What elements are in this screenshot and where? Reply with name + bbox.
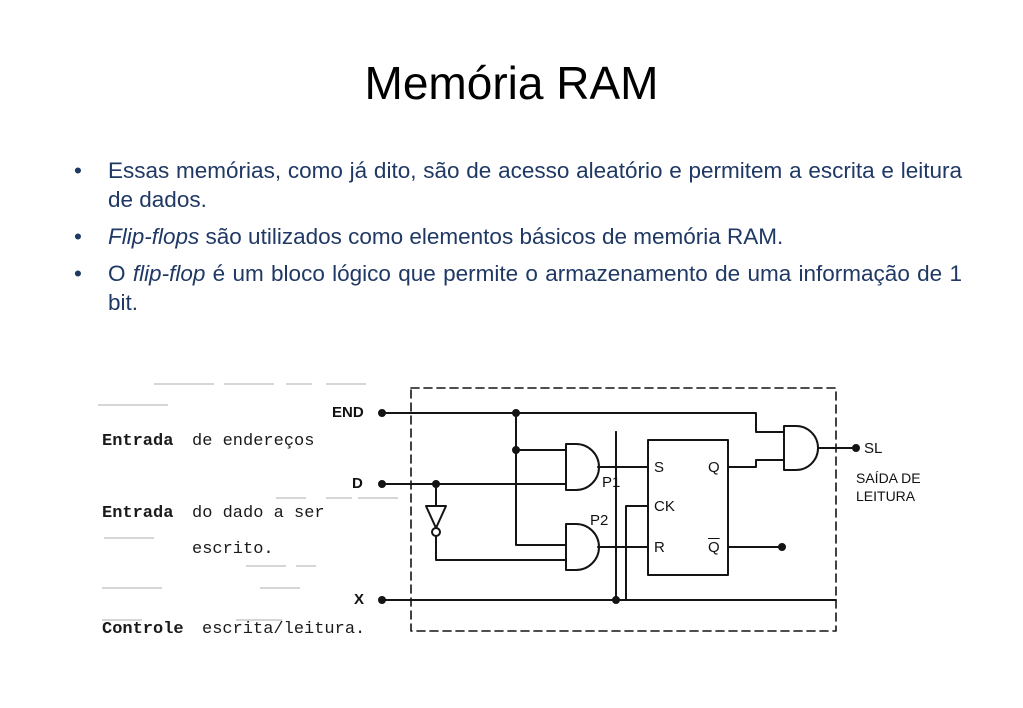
terminal-dot: [378, 409, 386, 417]
and-gate-output: [783, 425, 819, 471]
saida-label-line2: LEITURA: [856, 488, 916, 504]
caption-controle-a: Controle: [102, 620, 184, 639]
junction-dot: [512, 409, 520, 417]
junction-dot: [612, 596, 620, 604]
ff-s-label: S: [654, 459, 665, 476]
signal-end-label: END: [332, 404, 364, 421]
saida-label-line1: SAÍDA DE: [856, 470, 921, 486]
ck-wire: [625, 505, 649, 601]
bullet-item-1: Essas memórias, como já dito, são de ace…: [74, 156, 962, 214]
bullet-text: são utilizados como elementos básicos de…: [199, 224, 784, 249]
bullet-text: Essas memórias, como já dito, são de ace…: [108, 158, 962, 212]
bullet-italic: flip-flop: [132, 261, 206, 286]
gate-p1-label: P1: [602, 474, 621, 491]
bullet-list: Essas memórias, como já dito, são de ace…: [74, 156, 962, 325]
signal-x-label: X: [354, 591, 365, 608]
junction-dot: [512, 446, 520, 454]
q-output-wire: [727, 459, 785, 468]
ff-qbar-label: Q: [708, 539, 720, 556]
slide-title: Memória RAM: [364, 57, 659, 109]
inverter-output-wire: [435, 535, 567, 561]
caption-entrada-dado-a: Entrada: [102, 504, 174, 523]
terminal-dot: [852, 444, 860, 452]
caption-entrada-enderecos-a: Entrada: [102, 432, 174, 451]
signal-d-label: D: [352, 475, 363, 492]
bullet-italic: Flip-flops: [108, 224, 200, 249]
bullet-text: é um bloco lógico que permite o armazena…: [108, 261, 962, 315]
terminal-dot: [378, 596, 386, 604]
caption-controle-b: escrita/leitura.: [202, 620, 366, 639]
bullet-item-2: Flip-flops são utilizados como elementos…: [74, 222, 962, 251]
inverter-gate: [425, 505, 447, 529]
dashed-boundary: [410, 387, 837, 632]
caption-entrada-enderecos-b: de endereços: [192, 432, 315, 451]
scan-noise: [98, 383, 398, 621]
bullet-text: O: [108, 261, 133, 286]
flip-flop-circuit-figure: Entrada de endereços Entrada do dado a s…: [96, 370, 966, 655]
and-gate-p1: [565, 443, 600, 491]
caption-entrada-dado-b: do dado a ser: [192, 504, 325, 523]
bullet-item-3: O flip-flop é um bloco lógico que permit…: [74, 259, 962, 317]
flip-flop-box: [647, 439, 729, 576]
and-gate-p2: [565, 523, 600, 571]
ff-ck-label: CK: [654, 498, 675, 515]
end-wire: [381, 412, 567, 546]
circuit-diagram: [378, 387, 860, 632]
ff-q-label: Q: [708, 459, 720, 476]
terminal-dot: [778, 543, 786, 551]
terminal-dot: [378, 480, 386, 488]
inverter-bubble: [431, 527, 441, 537]
ff-r-label: R: [654, 539, 665, 556]
caption-entrada-dado-c: escrito.: [192, 540, 274, 559]
signal-sl-label: SL: [864, 440, 883, 457]
gate-p2-label: P2: [590, 512, 609, 529]
end-wire-to-output-gate: [515, 412, 785, 433]
